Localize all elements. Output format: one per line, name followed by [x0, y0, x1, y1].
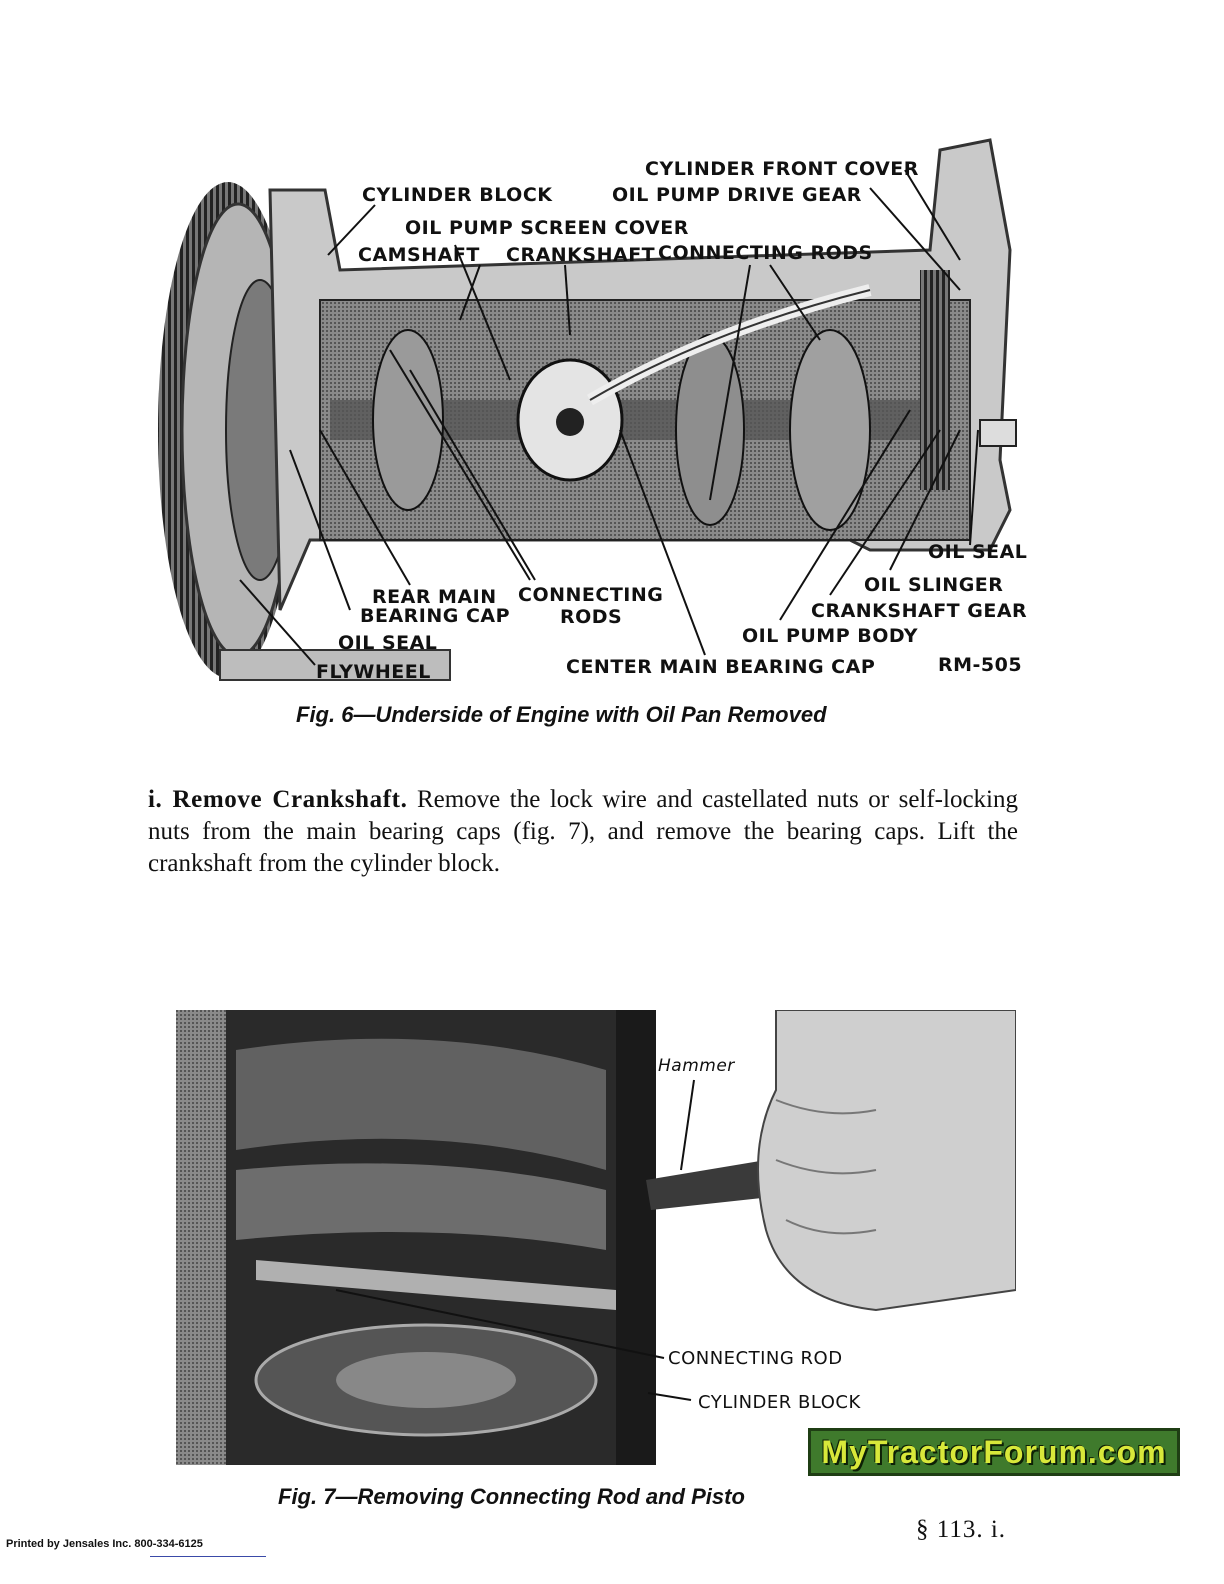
label-connecting-rods-top: CONNECTING RODS: [658, 242, 873, 264]
label-oil-pump-body: OIL PUMP BODY: [742, 625, 919, 647]
label-crankshaft: CRANKSHAFT: [506, 244, 656, 266]
label-oil-seal-right: OIL SEAL: [928, 541, 1028, 563]
connecting-rod-removal-photo: [176, 1010, 1016, 1465]
figure-7-photo: Hammer CONNECTING ROD CYLINDER BLOCK: [176, 1010, 1016, 1465]
mytractorforum-watermark: MyTractorForum.com: [808, 1428, 1180, 1476]
hand-shape: [757, 1010, 1016, 1312]
figure-6-engine-underside: CYLINDER FRONT COVER CYLINDER BLOCK OIL …: [150, 130, 1030, 690]
figure-code: RM-505: [938, 654, 1023, 676]
label-oil-seal-left: OIL SEAL: [338, 632, 438, 654]
label-connecting-rods-bottom-line1: CONNECTING: [518, 584, 664, 606]
paragraph-heading: i. Remove Crankshaft.: [148, 786, 408, 813]
leader-lines: [239, 169, 979, 666]
label-connecting-rod: CONNECTING ROD: [668, 1348, 843, 1369]
label-oil-pump-screen-cover: OIL PUMP SCREEN COVER: [405, 217, 689, 239]
label-rear-main-line2: BEARING CAP: [360, 605, 511, 627]
label-camshaft: CAMSHAFT: [358, 244, 480, 266]
label-oil-pump-drive-gear: OIL PUMP DRIVE GEAR: [612, 184, 862, 206]
label-hammer: Hammer: [658, 1056, 735, 1076]
paragraph-body: Remove the lock wire and castellated nut…: [148, 786, 1018, 877]
label-cylinder-block: CYLINDER BLOCK: [362, 184, 553, 206]
label-rear-main-line1: REAR MAIN: [372, 586, 497, 608]
label-connecting-rods-bottom-line2: RODS: [560, 606, 623, 628]
engine-underside-illustration: [158, 138, 1017, 681]
figure-6-caption: Fig. 6—Underside of Engine with Oil Pan …: [296, 702, 827, 727]
instruction-paragraph: i. Remove Crankshaft. Remove the lock wi…: [148, 784, 1018, 880]
label-crankshaft-gear: CRANKSHAFT GEAR: [811, 600, 1028, 622]
watermark-text: MyTractorForum.com: [821, 1433, 1167, 1470]
printed-by-footer: Printed by Jensales Inc. 800-334-6125: [6, 1538, 203, 1550]
label-cylinder-front-cover: CYLINDER FRONT COVER: [645, 158, 919, 180]
fig7-leader-lines: [335, 1079, 695, 1401]
label-cylinder-block-fig7: CYLINDER BLOCK: [698, 1392, 861, 1413]
label-flywheel: FLYWHEEL: [316, 661, 431, 683]
label-center-main-bearing-cap: CENTER MAIN BEARING CAP: [566, 656, 876, 678]
figure-7-caption: Fig. 7—Removing Connecting Rod and Pisto: [278, 1484, 745, 1509]
footer-underline: [150, 1556, 266, 1557]
section-reference: § 113. i.: [916, 1516, 1007, 1543]
label-oil-slinger: OIL SLINGER: [864, 574, 1004, 596]
